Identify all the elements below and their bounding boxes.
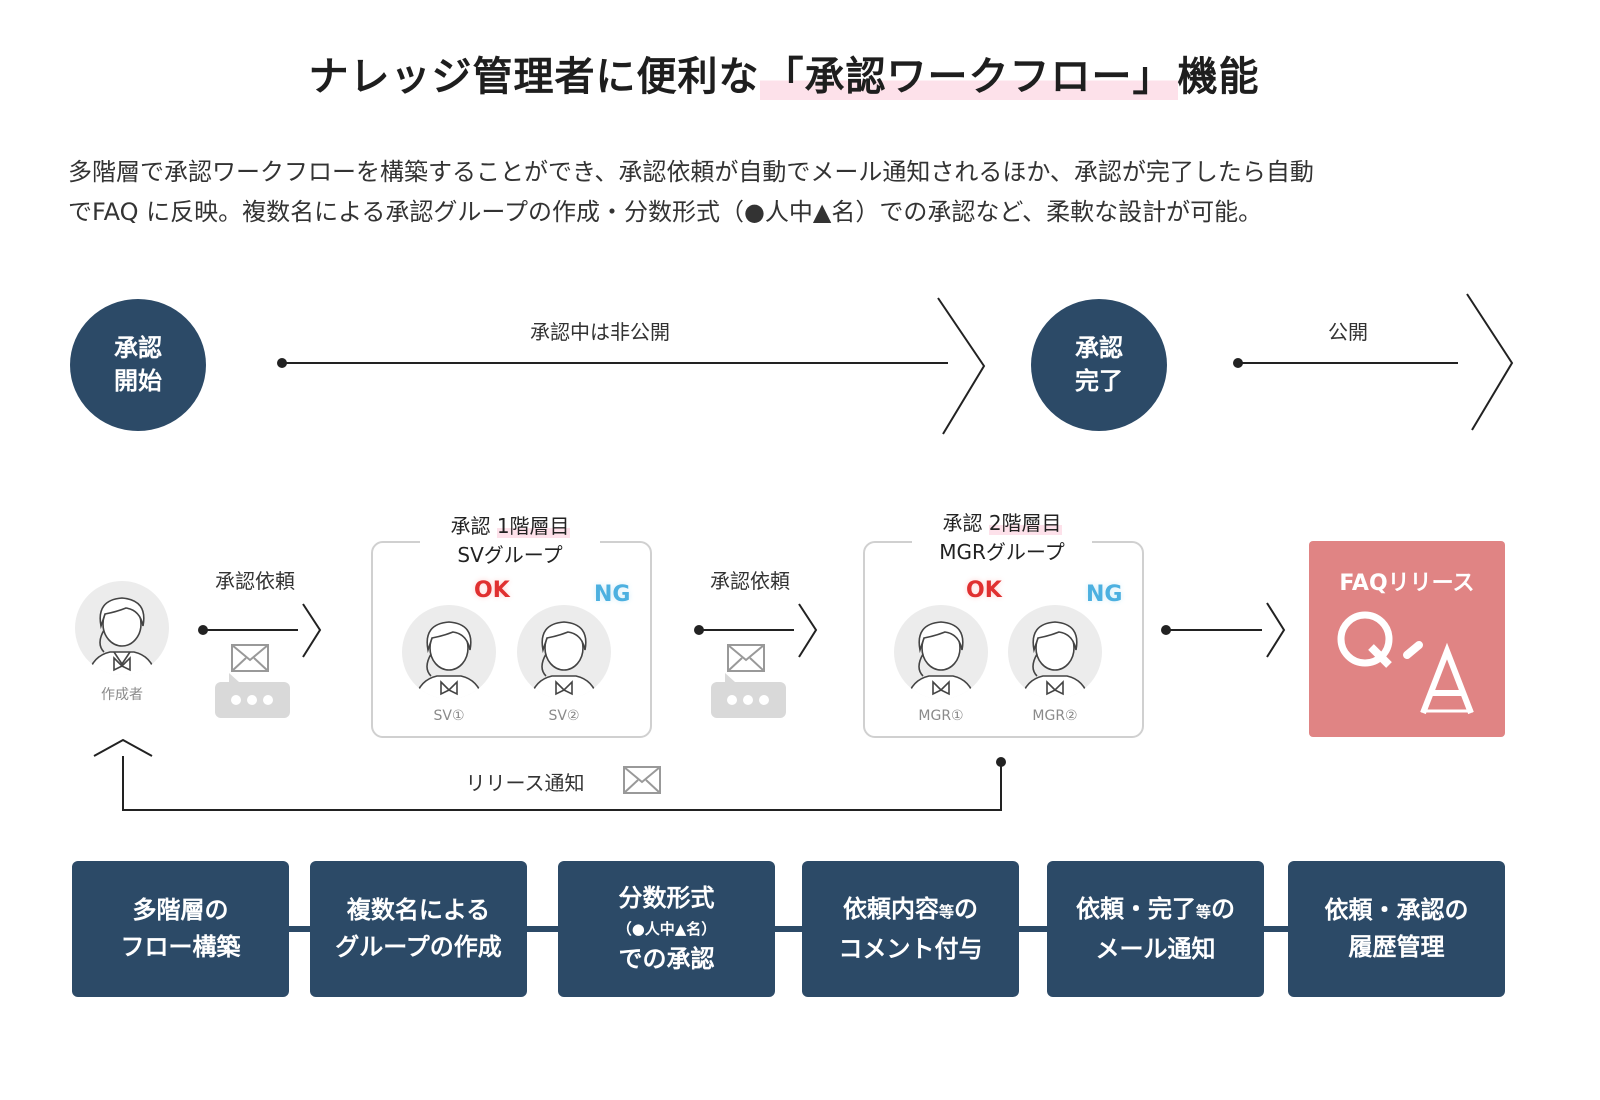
feature-line: コメント付与 xyxy=(838,934,983,963)
group2-name: MGRグループ xyxy=(939,540,1065,564)
feature-line: 依頼内容 xyxy=(842,894,939,923)
request-label-2: 承認依頼 xyxy=(710,569,790,593)
feature-small: 等 xyxy=(1195,902,1211,921)
feature-line: 分数形式 xyxy=(618,884,715,912)
feature-history: 依頼・承認の 履歴管理 xyxy=(1288,861,1505,997)
feature-group-creation: 複数名による グループの作成 xyxy=(310,861,527,997)
end-line-1: 承認 xyxy=(1075,334,1123,362)
title-highlight-text: 「承認ワークフロー」 xyxy=(763,54,1174,100)
feature-line: メール通知 xyxy=(1095,934,1216,963)
feature-line: 多階層の xyxy=(132,896,229,924)
timeline-arrow-public xyxy=(1233,358,1458,368)
group1-title-prefix: 承認 xyxy=(450,514,497,538)
member-label: SV② xyxy=(548,708,580,724)
author-label: 作成者 xyxy=(101,687,143,703)
feature-line: 依頼・承認の xyxy=(1324,896,1469,924)
group2-title-prefix: 承認 xyxy=(942,511,989,535)
release-notice-label: リリース通知 xyxy=(465,771,585,795)
chat-bubble-icon xyxy=(215,673,290,718)
faq-release-title: FAQリリース xyxy=(1339,571,1475,596)
start-line-1: 承認 xyxy=(114,334,162,362)
description: 多階層で承認ワークフローを構築することができ、承認依頼が自動でメール通知されるほ… xyxy=(68,152,1508,232)
member-label: SV① xyxy=(433,708,465,724)
feature-subline: （●人中▲名） xyxy=(616,920,717,938)
ng-badge: NG xyxy=(594,582,631,607)
flow-arrow-2 xyxy=(694,603,818,658)
flow-arrow-3 xyxy=(1161,602,1286,658)
mail-icon xyxy=(623,766,661,794)
group1-title-highlight: 1階層目 xyxy=(496,514,570,538)
chat-bubble-icon xyxy=(711,673,786,718)
person-icon xyxy=(402,605,496,699)
feature-line: 履歴管理 xyxy=(1348,933,1445,961)
ng-badge: NG xyxy=(1086,582,1123,607)
feature-small: 等 xyxy=(938,902,954,921)
feature-line: の xyxy=(1211,894,1235,923)
title-tail: 機能 xyxy=(1177,54,1260,100)
approval-start-circle: 承認開始 xyxy=(70,299,206,431)
approval-complete-circle: 承認完了 xyxy=(1031,299,1167,431)
feature-connector-bar xyxy=(100,926,1480,932)
person-icon xyxy=(75,581,169,675)
group2-title-highlight: 2階層目 xyxy=(988,511,1062,535)
group2-title: 承認 2階層目 MGRグループ xyxy=(912,509,1092,567)
public-label: 公開 xyxy=(1328,320,1368,344)
release-notice-line xyxy=(93,738,1006,811)
person-icon xyxy=(894,605,988,699)
mail-icon xyxy=(231,644,269,672)
feature-mail-notification: 依頼・完了等の メール通知 xyxy=(1047,861,1264,997)
group1-name: SVグループ xyxy=(457,543,563,567)
feature-line: 依頼・完了 xyxy=(1075,894,1196,923)
feature-line: フロー構築 xyxy=(120,933,241,961)
end-line-2: 完了 xyxy=(1075,367,1123,395)
description-line-2: でFAQ に反映。複数名による承認グループの作成・分数形式（●人中▲名）での承認… xyxy=(68,198,1263,226)
request-label-1: 承認依頼 xyxy=(215,569,295,593)
feature-line: の xyxy=(954,894,978,923)
page-title: ナレッジ管理者に便利な「承認ワークフロー」機能 xyxy=(0,44,1568,102)
ok-badge: OK xyxy=(966,578,1002,603)
start-line-2: 開始 xyxy=(114,367,162,395)
title-main: ナレッジ管理者に便利な xyxy=(308,54,760,100)
feature-line: グループの作成 xyxy=(335,933,502,961)
person-icon xyxy=(517,605,611,699)
feature-line: 複数名による xyxy=(346,896,491,924)
qa-icon xyxy=(1337,611,1474,715)
feature-fraction-approval: 分数形式 （●人中▲名） での承認 xyxy=(558,861,775,997)
faq-release-box: FAQリリース xyxy=(1309,541,1505,737)
connector-lines xyxy=(93,293,1514,811)
chevron-right-icon xyxy=(937,297,986,435)
feature-multi-level: 多階層の フロー構築 xyxy=(72,861,289,997)
ok-badge: OK xyxy=(474,578,510,603)
member-label: MGR② xyxy=(1032,708,1078,724)
title-highlight: 「承認ワークフロー」 xyxy=(759,54,1178,100)
group1-title: 承認 1階層目 SVグループ xyxy=(420,512,600,570)
member-label: MGR① xyxy=(918,708,964,724)
mail-icon xyxy=(727,644,765,672)
person-icon xyxy=(1008,605,1102,699)
description-line-1: 多階層で承認ワークフローを構築することができ、承認依頼が自動でメール通知されるほ… xyxy=(68,158,1314,186)
flow-arrow-1 xyxy=(198,603,322,658)
chevron-right-icon xyxy=(1466,293,1514,431)
timeline-arrow-private xyxy=(277,358,948,368)
feature-line: での承認 xyxy=(618,945,715,973)
feature-comments: 依頼内容等の コメント付与 xyxy=(802,861,1019,997)
private-label: 承認中は非公開 xyxy=(530,320,670,344)
